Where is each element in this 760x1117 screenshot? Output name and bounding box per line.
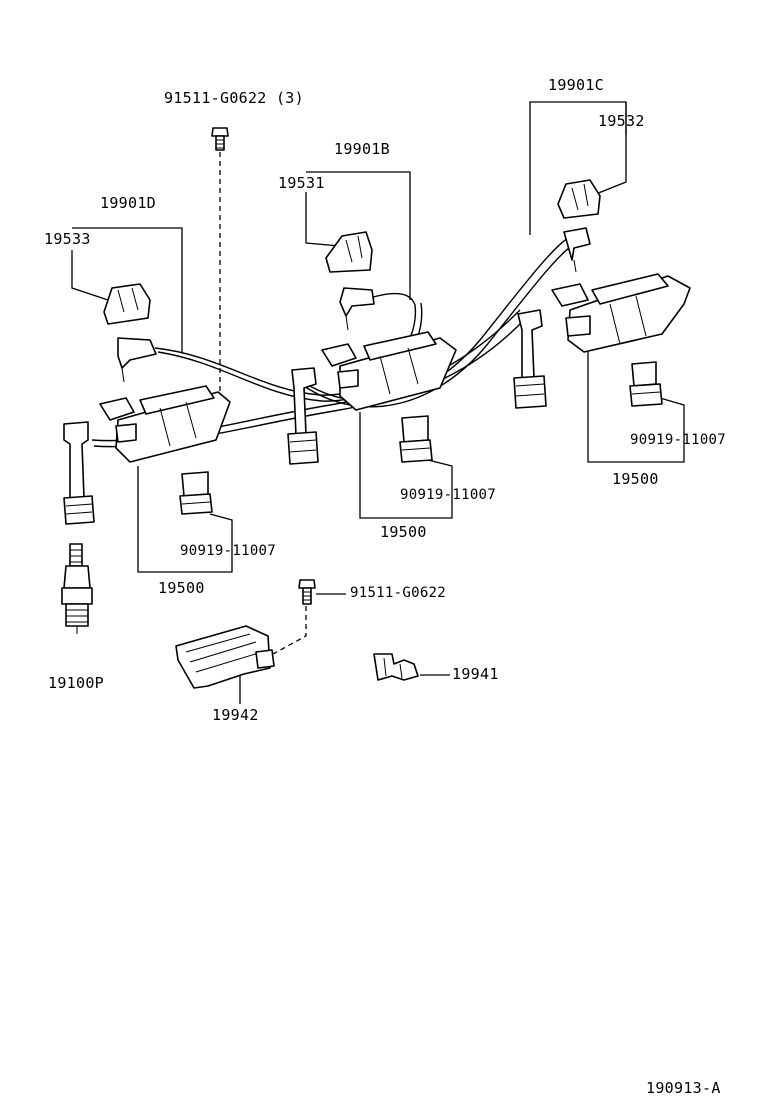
leader-19500-right (587, 352, 685, 463)
label-plug-left: 90919-11007 (180, 543, 277, 559)
leader-19901b (306, 171, 411, 300)
label-19901d: 19901D (100, 194, 156, 212)
label-19532: 19532 (598, 112, 645, 130)
label-bolt-bottom: 91511-G0622 (350, 585, 447, 601)
label-plug-right: 90919-11007 (630, 432, 727, 448)
boot-left (63, 421, 95, 525)
label-19531: 19531 (278, 174, 325, 192)
boot-center-left (287, 367, 319, 465)
label-plug-center: 90919-11007 (400, 487, 497, 503)
label-19500-right: 19500 (612, 470, 659, 488)
leader-19901d (72, 227, 183, 352)
boot-center-right (513, 309, 547, 409)
coil-right-drawing (551, 273, 691, 353)
leader-19531 (305, 192, 341, 247)
leader-19500-center (359, 412, 453, 519)
plug-center-drawing (399, 415, 433, 463)
leader-19533 (71, 250, 109, 301)
label-19901c: 19901C (548, 76, 604, 94)
bracket-19942-drawing (175, 625, 275, 689)
plug-right-drawing (629, 361, 663, 407)
label-19100p: 19100P (48, 674, 104, 692)
bolt-top-drawing (211, 127, 229, 151)
dash-bolt-bottom (261, 606, 307, 661)
label-19533: 19533 (44, 230, 91, 248)
label-19901b: 19901B (334, 140, 390, 158)
cap-19532-drawing (557, 179, 601, 219)
clamp-19941-drawing (373, 653, 419, 681)
figure-code: 190913-A (646, 1079, 721, 1097)
label-19942: 19942 (212, 706, 259, 724)
spark-plug-19100p-drawing (61, 543, 93, 634)
label-19941: 19941 (452, 665, 499, 683)
label-19500-left: 19500 (158, 579, 205, 597)
label-bolt-top: 91511-G0622 (3) (164, 89, 304, 107)
label-19500-center: 19500 (380, 523, 427, 541)
cap-19531-drawing (325, 231, 373, 273)
leader-19500-left (137, 466, 233, 573)
plug-left-drawing (179, 471, 213, 515)
coil-center-drawing (321, 331, 457, 411)
coil-left-drawing (99, 385, 231, 463)
wire-terminals (117, 227, 591, 383)
cap-19533-drawing (103, 283, 151, 325)
bolt-bottom-drawing (298, 579, 316, 605)
